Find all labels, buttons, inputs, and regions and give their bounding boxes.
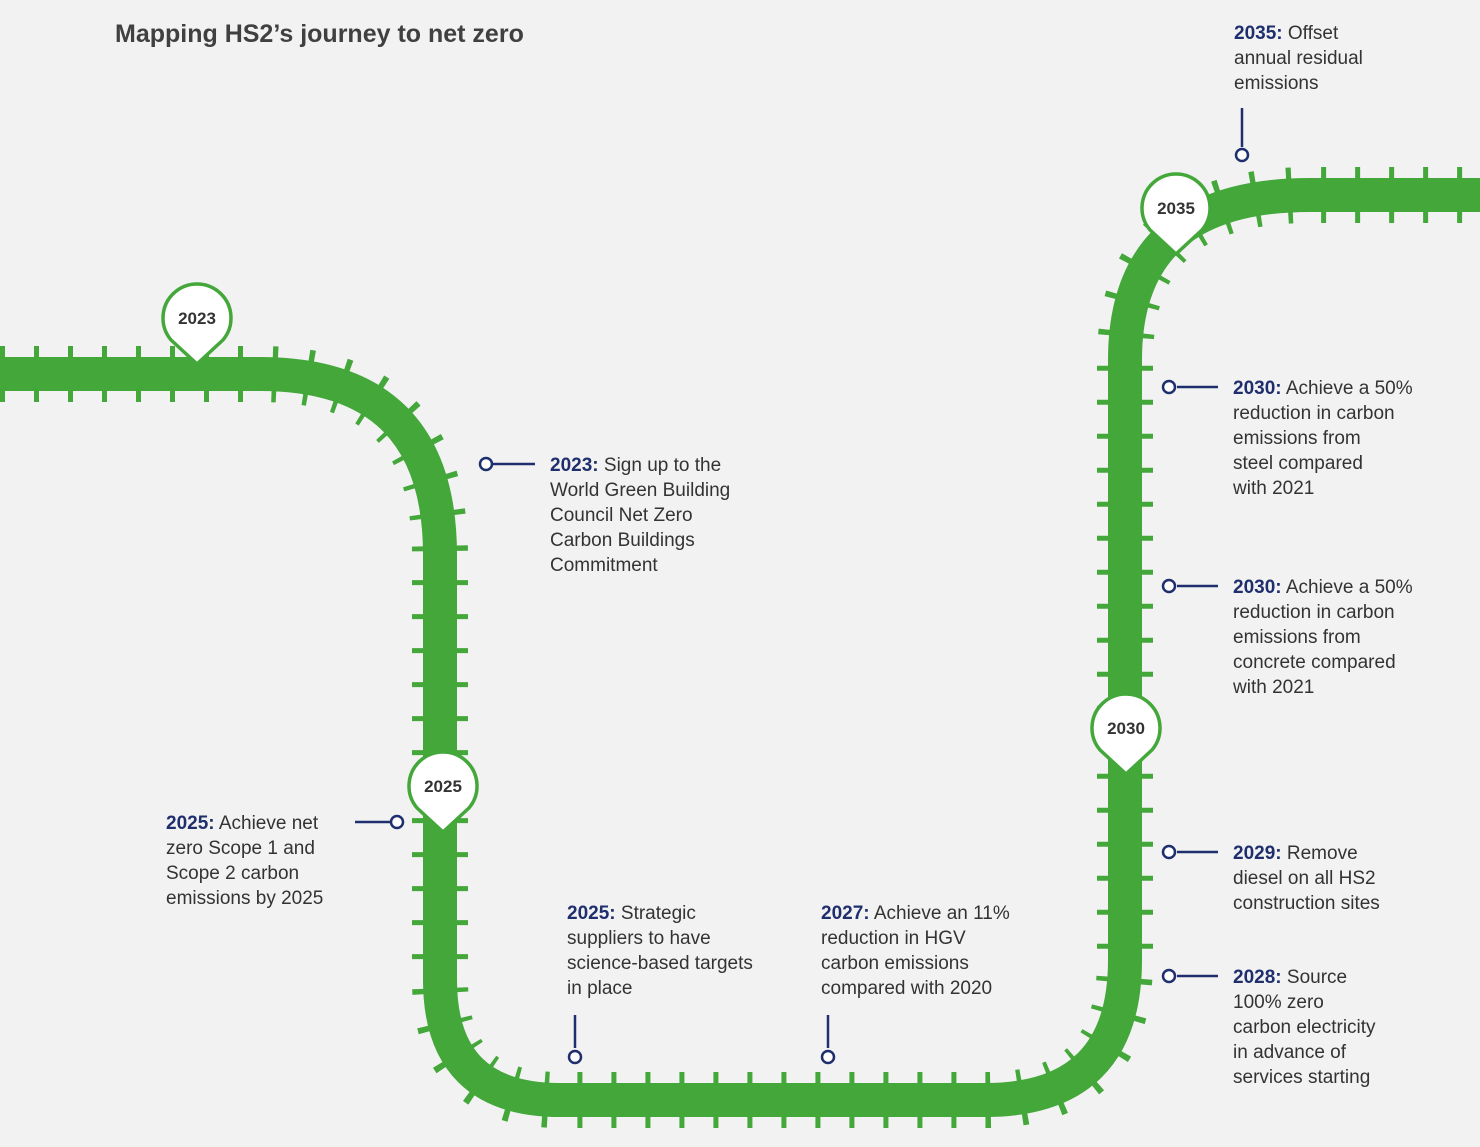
milestone-text: Achieve a 50% bbox=[1285, 577, 1413, 598]
milestone-text: annual residual bbox=[1234, 48, 1363, 69]
milestone-text: steel compared bbox=[1233, 453, 1363, 474]
connector-dot bbox=[1161, 379, 1177, 395]
page-title: Mapping HS2’s journey to net zero bbox=[115, 20, 524, 48]
milestone-year: 2027: bbox=[821, 903, 870, 924]
milestone-text: services starting bbox=[1233, 1067, 1371, 1088]
milestone-text: Source bbox=[1286, 967, 1348, 988]
milestone-year: 2030: bbox=[1233, 378, 1282, 399]
milestone-text: construction sites bbox=[1233, 893, 1380, 914]
milestone-text: Offset bbox=[1287, 23, 1339, 44]
milestone-2027-hgv: 2027: Achieve an 11% reduction in HGV ca… bbox=[821, 901, 1010, 1001]
milestone-text: reduction in HGV bbox=[821, 928, 966, 949]
pin-year-label: 2030 bbox=[1107, 719, 1145, 738]
milestone-2035-offset: 2035: Offset annual residual emissions bbox=[1234, 21, 1363, 96]
year-pin-2023: 2023 bbox=[161, 282, 233, 366]
milestone-text: concrete compared bbox=[1233, 652, 1396, 673]
connector-dot bbox=[1161, 968, 1177, 984]
connector-dot bbox=[567, 1049, 583, 1065]
milestone-2023-wgbc: 2023: Sign up to the World Green Buildin… bbox=[550, 453, 730, 578]
milestone-text: zero Scope 1 and bbox=[166, 838, 315, 859]
milestone-text: in advance of bbox=[1233, 1042, 1347, 1063]
milestone-text: Scope 2 carbon bbox=[166, 863, 300, 884]
connector-dot bbox=[1161, 844, 1177, 860]
milestone-text: reduction in carbon bbox=[1233, 403, 1395, 424]
railway-track bbox=[0, 178, 1480, 1117]
pin-year-label: 2035 bbox=[1157, 199, 1195, 218]
connector-dot bbox=[820, 1049, 836, 1065]
milestone-text: Achieve an 11% bbox=[873, 903, 1010, 924]
connector-dot bbox=[478, 456, 494, 472]
milestone-text: 100% zero bbox=[1233, 992, 1324, 1013]
milestone-text: carbon electricity bbox=[1233, 1017, 1376, 1038]
milestone-2030-steel: 2030: Achieve a 50% reduction in carbon … bbox=[1233, 376, 1413, 501]
milestone-text: science-based targets bbox=[567, 953, 753, 974]
map-pin-icon bbox=[1140, 172, 1212, 256]
milestone-text: Strategic bbox=[620, 903, 696, 924]
milestone-year: 2023: bbox=[550, 455, 599, 476]
milestone-2030-concrete: 2030: Achieve a 50% reduction in carbon … bbox=[1233, 575, 1413, 700]
milestone-2029-diesel: 2029: Remove diesel on all HS2 construct… bbox=[1233, 841, 1380, 916]
milestone-text: in place bbox=[567, 978, 633, 999]
milestone-text: Council Net Zero bbox=[550, 505, 693, 526]
milestone-text: with 2021 bbox=[1233, 677, 1315, 698]
milestone-2025-suppliers: 2025: Strategic suppliers to have scienc… bbox=[567, 901, 753, 1001]
milestone-year: 2030: bbox=[1233, 577, 1282, 598]
milestone-year: 2025: bbox=[166, 813, 215, 834]
milestone-text: carbon emissions bbox=[821, 953, 969, 974]
connector-dot bbox=[1234, 147, 1250, 163]
milestone-year: 2028: bbox=[1233, 967, 1282, 988]
map-pin-icon bbox=[407, 750, 479, 834]
year-pin-2025: 2025 bbox=[407, 750, 479, 834]
milestone-text: emissions bbox=[1234, 73, 1319, 94]
milestone-text: emissions from bbox=[1233, 428, 1361, 449]
milestone-connectors bbox=[355, 108, 1250, 1065]
milestone-text: emissions from bbox=[1233, 627, 1361, 648]
milestone-text: diesel on all HS2 bbox=[1233, 868, 1376, 889]
connector-dot bbox=[1161, 578, 1177, 594]
milestone-2028-electricity: 2028: Source 100% zero carbon electricit… bbox=[1233, 965, 1376, 1090]
milestone-text: with 2021 bbox=[1233, 478, 1315, 499]
milestone-year: 2029: bbox=[1233, 843, 1282, 864]
milestone-text: Carbon Buildings bbox=[550, 530, 695, 551]
milestone-year: 2025: bbox=[567, 903, 616, 924]
map-pin-icon bbox=[1090, 692, 1162, 776]
milestone-text: Achieve a 50% bbox=[1285, 378, 1413, 399]
pin-year-label: 2023 bbox=[178, 309, 216, 328]
milestone-text: reduction in carbon bbox=[1233, 602, 1395, 623]
connector-dot bbox=[389, 814, 405, 830]
milestone-text: suppliers to have bbox=[567, 928, 711, 949]
milestone-text: Remove bbox=[1286, 843, 1358, 864]
milestone-text: compared with 2020 bbox=[821, 978, 993, 999]
milestone-text: Achieve net bbox=[218, 813, 319, 834]
milestone-text: World Green Building bbox=[550, 480, 731, 501]
year-pins: 2023 2025 2030 2035 bbox=[161, 172, 1212, 834]
milestone-year: 2035: bbox=[1234, 23, 1283, 44]
year-pin-2030: 2030 bbox=[1090, 692, 1162, 776]
milestone-text: Commitment bbox=[550, 555, 658, 576]
pin-year-label: 2025 bbox=[424, 777, 462, 796]
map-pin-icon bbox=[161, 282, 233, 366]
year-pin-2035: 2035 bbox=[1140, 172, 1212, 256]
milestone-text: Sign up to the bbox=[603, 455, 722, 476]
milestone-2025-net-zero: 2025: Achieve net zero Scope 1 and Scope… bbox=[166, 811, 323, 911]
milestone-text: emissions by 2025 bbox=[166, 888, 324, 909]
